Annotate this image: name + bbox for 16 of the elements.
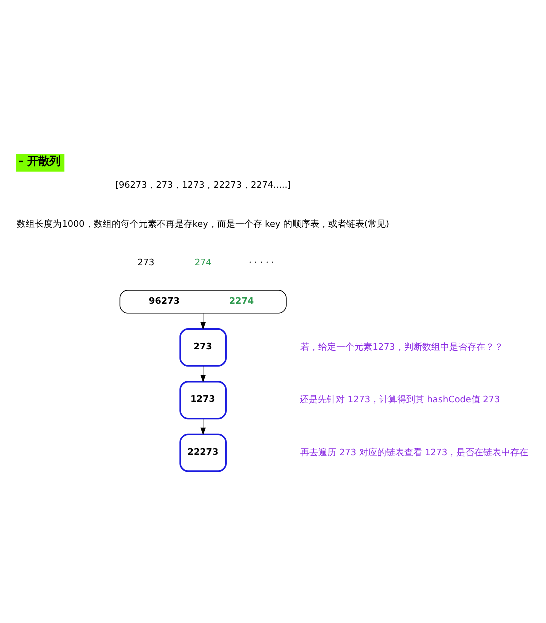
arrow [200,366,206,383]
diagram-title: - 开散列 [18,154,61,168]
node-box: 273 [180,328,227,367]
label: 还是先针对 1273，计算得到其 hashCode值 273 [300,396,500,406]
label: 273 [138,258,155,269]
label: [96273，273，1273，22273，2274.....] [116,181,292,192]
arrow [200,313,206,330]
node-box: 22273 [180,434,227,472]
label: 若，给定一个元素1273，判断数组中是否存在？？ [300,343,504,354]
node-box: 1273 [180,381,227,420]
node-box: 96273 2274 [120,290,287,314]
label: · · · · · [249,258,274,269]
label: 数组长度为1000，数组的每个元素不再是存key，而是一个存 key 的顺序表，或者链表(常见) [17,220,390,230]
arrow [200,418,206,436]
label: 再去遍历 273 对应的链表查看 1273，是否在链表中存在 [300,448,529,458]
label: 274 [194,258,212,269]
